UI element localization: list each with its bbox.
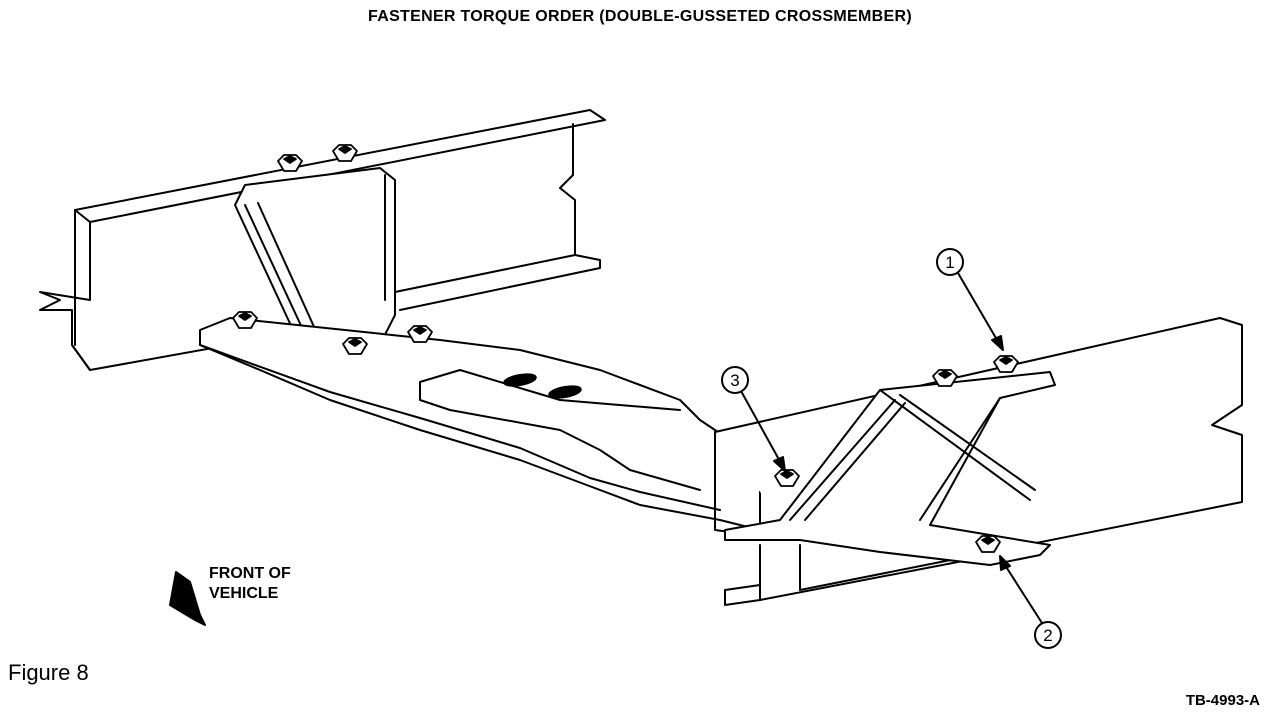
hex-nut xyxy=(407,325,433,343)
front-of-vehicle-arrow-icon xyxy=(169,571,206,626)
hex-nut xyxy=(975,535,1001,553)
hex-nut xyxy=(993,355,1019,373)
figure-label: Figure 8 xyxy=(8,660,89,685)
hex-nut xyxy=(774,469,800,487)
hex-nut xyxy=(932,369,958,387)
crossmember xyxy=(199,317,761,531)
hex-nut xyxy=(342,337,368,355)
hex-nut xyxy=(232,311,258,329)
callout-1-number: 1 xyxy=(945,253,954,272)
diagram-title: FASTENER TORQUE ORDER (DOUBLE-GUSSETED C… xyxy=(368,8,912,25)
hex-nut xyxy=(332,144,358,162)
callout-2: 2 xyxy=(999,555,1062,649)
callout-1: 1 xyxy=(936,248,1004,351)
callout-3: 3 xyxy=(721,366,786,472)
hex-nut xyxy=(277,154,303,172)
fasteners xyxy=(232,144,1019,553)
callout-3-number: 3 xyxy=(730,371,739,390)
front-label-line-1: FRONT OF xyxy=(209,565,291,582)
callout-2-number: 2 xyxy=(1043,626,1052,645)
front-of-vehicle-label: FRONT OF VEHICLE xyxy=(209,564,291,604)
drawing-code: TB-4993-A xyxy=(1185,692,1260,709)
front-label-line-2: VEHICLE xyxy=(209,585,279,602)
left-frame-rail xyxy=(39,109,606,371)
right-gusset xyxy=(724,371,1056,566)
